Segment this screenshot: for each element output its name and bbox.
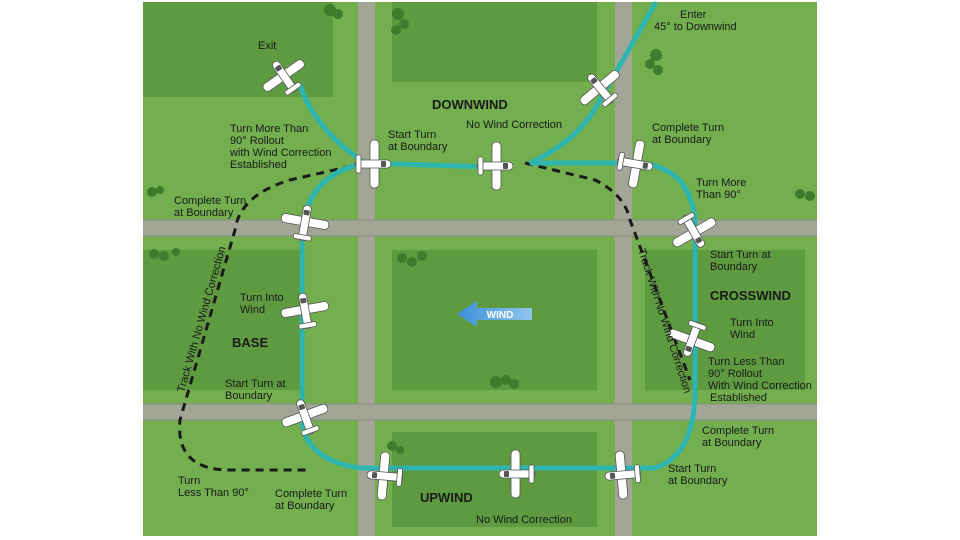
dashed-track-right: [524, 161, 692, 381]
label-turn-more-r-2: Than 90°: [696, 189, 741, 201]
label-start-turn-l-1: Start Turn at: [225, 378, 286, 390]
label-turn-more-4: Established: [230, 159, 287, 171]
label-complete-turn-tr-1: Complete Turn: [652, 122, 724, 134]
field-patches: [143, 2, 805, 527]
label-turn-more-3: with Wind Correction: [229, 147, 331, 159]
label-complete-turn-bl-1: Complete Turn: [275, 488, 347, 500]
label-turn-more-2: 90° Rollout: [230, 135, 284, 147]
label-turn-into-l-2: Wind: [240, 304, 265, 316]
label-enter-2: 45° to Downwind: [654, 21, 737, 33]
label-start-turn-l-2: Boundary: [225, 390, 273, 402]
trees: [147, 4, 815, 454]
roads: [143, 2, 817, 536]
leg-upwind: UPWIND: [420, 490, 473, 505]
leg-downwind: DOWNWIND: [432, 97, 508, 112]
label-turn-less-r-4: Established: [710, 392, 767, 404]
road-edges: [143, 219, 817, 421]
label-enter-1: Enter: [680, 9, 707, 21]
label-complete-turn-br-2: at Boundary: [702, 437, 762, 449]
label-no-wind-bottom: No Wind Correction: [476, 514, 572, 526]
wind-arrow: WIND: [457, 301, 532, 327]
label-turn-less-r-3: With Wind Correction: [708, 380, 812, 392]
label-start-turn-br-1: Start Turn: [668, 463, 716, 475]
label-turn-less-bl-1: Turn: [178, 475, 200, 487]
label-start-turn-dw-2: at Boundary: [388, 141, 448, 153]
label-complete-turn-l-2: at Boundary: [174, 207, 234, 219]
leg-crosswind: CROSSWIND: [710, 288, 791, 303]
label-complete-turn-l-1: Complete Turn: [174, 195, 246, 207]
leg-base: BASE: [232, 335, 268, 350]
label-turn-into-r-2: Wind: [730, 329, 755, 341]
label-exit: Exit: [258, 40, 276, 52]
label-turn-more-r-1: Turn More: [696, 177, 746, 189]
wind-label: WIND: [487, 310, 514, 321]
label-turn-less-r-1: Turn Less Than: [708, 356, 784, 368]
label-turn-less-r-2: 90° Rollout: [708, 368, 762, 380]
label-start-turn-dw-1: Start Turn: [388, 129, 436, 141]
label-complete-turn-bl-2: at Boundary: [275, 500, 335, 512]
label-turn-into-l-1: Turn Into: [240, 292, 284, 304]
label-complete-turn-br-1: Complete Turn: [702, 425, 774, 437]
label-turn-less-bl-2: Less Than 90°: [178, 487, 249, 499]
label-turn-more-1: Turn More Than: [230, 123, 308, 135]
label-start-turn-r-1: Start Turn at: [710, 249, 771, 261]
label-turn-into-r-1: Turn Into: [730, 317, 774, 329]
label-no-wind-top: No Wind Correction: [466, 119, 562, 131]
label-start-turn-br-2: at Boundary: [668, 475, 728, 487]
label-start-turn-r-2: Boundary: [710, 261, 758, 273]
dashed-track: [178, 161, 366, 472]
label-complete-turn-tr-2: at Boundary: [652, 134, 712, 146]
